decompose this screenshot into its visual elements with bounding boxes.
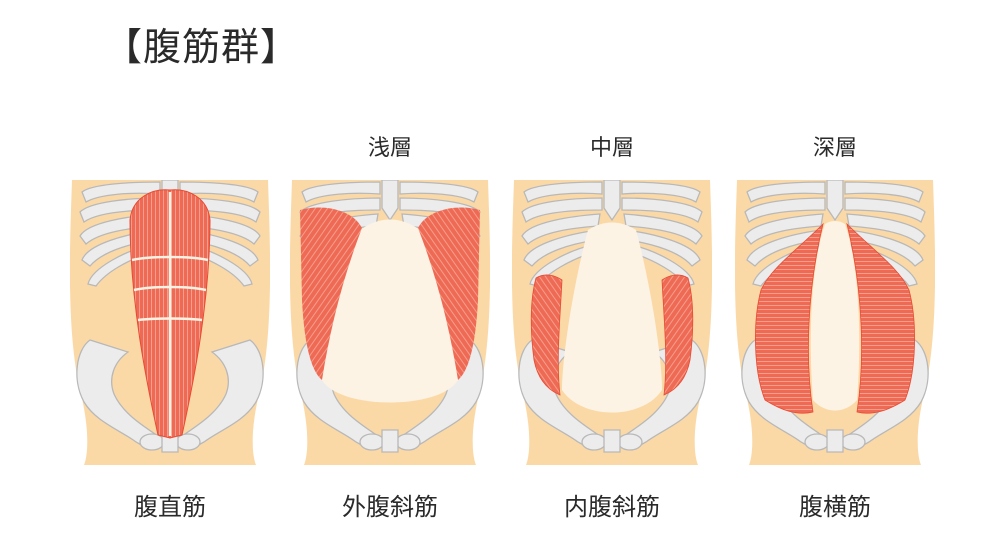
muscle-label-rectus-abdominis: 腹直筋 bbox=[134, 493, 206, 521]
fascia-center bbox=[562, 222, 662, 413]
layer-label-superficial: 浅層 bbox=[367, 136, 412, 161]
external-oblique-left bbox=[300, 207, 362, 380]
external-oblique-illustration bbox=[290, 180, 490, 465]
layer-label-deep: 深層 bbox=[812, 136, 857, 161]
panel-transversus-abdominis bbox=[735, 180, 935, 465]
page-title: 【腹筋群】 bbox=[104, 25, 300, 69]
transversus-abdominis-illustration bbox=[735, 180, 935, 465]
panel-external-oblique bbox=[290, 180, 490, 465]
rectus-abdominis-illustration bbox=[70, 180, 270, 465]
muscle-label-external-oblique: 外腹斜筋 bbox=[342, 493, 438, 521]
transversus-left bbox=[755, 222, 824, 414]
panel-internal-oblique bbox=[512, 180, 712, 465]
transversus-right bbox=[846, 222, 915, 414]
internal-oblique-right bbox=[661, 274, 694, 396]
internal-oblique-illustration bbox=[512, 180, 712, 465]
muscle-label-internal-oblique: 内腹斜筋 bbox=[564, 493, 660, 521]
fascia-center bbox=[321, 219, 459, 403]
panel-rectus-abdominis bbox=[70, 180, 270, 465]
muscle-label-transversus-abdominis: 腹横筋 bbox=[799, 493, 871, 521]
external-oblique-right bbox=[418, 207, 480, 380]
internal-oblique-left bbox=[530, 274, 563, 396]
fascia-center bbox=[810, 221, 860, 411]
layer-label-middle: 中層 bbox=[589, 136, 634, 161]
